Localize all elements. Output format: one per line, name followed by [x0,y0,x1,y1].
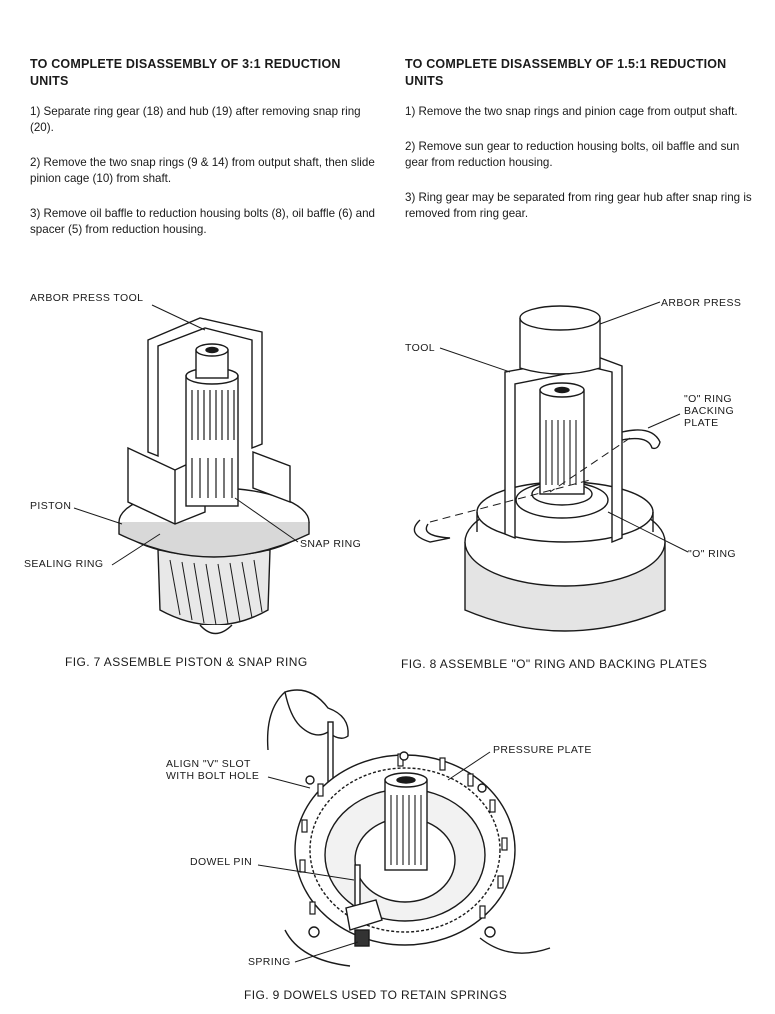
shaft-splines [191,390,235,498]
label-arbor-press-tool: ARBOR PRESS TOOL [30,292,144,304]
tool-frame-8 [504,355,623,544]
shaft-8-splines [545,420,577,485]
gear-body [157,549,271,626]
label-align-v-slot: ALIGN "V" SLOT WITH BOLT HOLE [166,758,260,782]
shaft [185,375,239,507]
label-sealing-ring: SEALING RING [24,558,104,570]
spring-bracket [345,899,383,931]
left-step-2: 2) Remove the two snap rings (9 & 14) fr… [30,156,375,185]
label-snap-ring: SNAP RING [300,538,362,550]
fig7-caption: FIG. 7 ASSEMBLE PISTON & SNAP RING [65,655,308,669]
right-block [252,450,291,504]
label-o-ring: "O" RING [688,548,736,560]
spring [354,929,370,947]
right-step-1: 1) Remove the two snap rings and pinion … [405,105,738,118]
right-column: TO COMPLETE DISASSEMBLY OF 1.5:1 REDUCTI… [405,56,755,241]
label-dowel-pin: DOWEL PIN [190,856,253,868]
label-spring: SPRING [248,956,291,968]
dowel-set [299,753,508,919]
hand [284,689,349,739]
left-column: TO COMPLETE DISASSEMBLY OF 3:1 REDUCTION… [30,56,380,257]
fig8-illustration [413,301,689,632]
label-o-ring-backing-plate: "O" RING BACKING PLATE [684,393,735,429]
fig8-caption: FIG. 8 ASSEMBLE "O" RING AND BACKING PLA… [401,657,708,671]
dowel-pin [354,864,361,911]
dowel-in-hand [327,721,334,783]
backing-plate-left [413,519,451,543]
label-pressure-plate: PRESSURE PLATE [493,744,592,756]
gear-teeth [169,559,263,626]
fig7-illustration [73,304,310,635]
label-arbor-press: ARBOR PRESS [661,297,742,309]
fig9-caption: FIG. 9 DOWELS USED TO RETAIN SPRINGS [244,988,508,1002]
left-step-1: 1) Separate ring gear (18) and hub (19) … [30,105,361,134]
right-step-3: 3) Ring gear may be separated from ring … [405,191,752,220]
press-tool-frame [147,317,263,458]
hub-shaft [384,779,428,871]
shaft-8 [539,389,585,495]
left-heading: TO COMPLETE DISASSEMBLY OF 3:1 REDUCTION… [30,57,341,88]
bolt-holes [305,751,496,938]
label-piston: PISTON [30,500,72,512]
left-step-3: 3) Remove oil baffle to reduction housin… [30,207,376,236]
arbor-press-cylinder [519,318,601,375]
right-step-2: 2) Remove sun gear to reduction housing … [405,140,740,169]
right-heading: TO COMPLETE DISASSEMBLY OF 1.5:1 REDUCTI… [405,57,727,88]
label-tool: TOOL [405,342,435,354]
fig9-illustration [257,689,551,967]
backing-plate-right [621,429,661,450]
